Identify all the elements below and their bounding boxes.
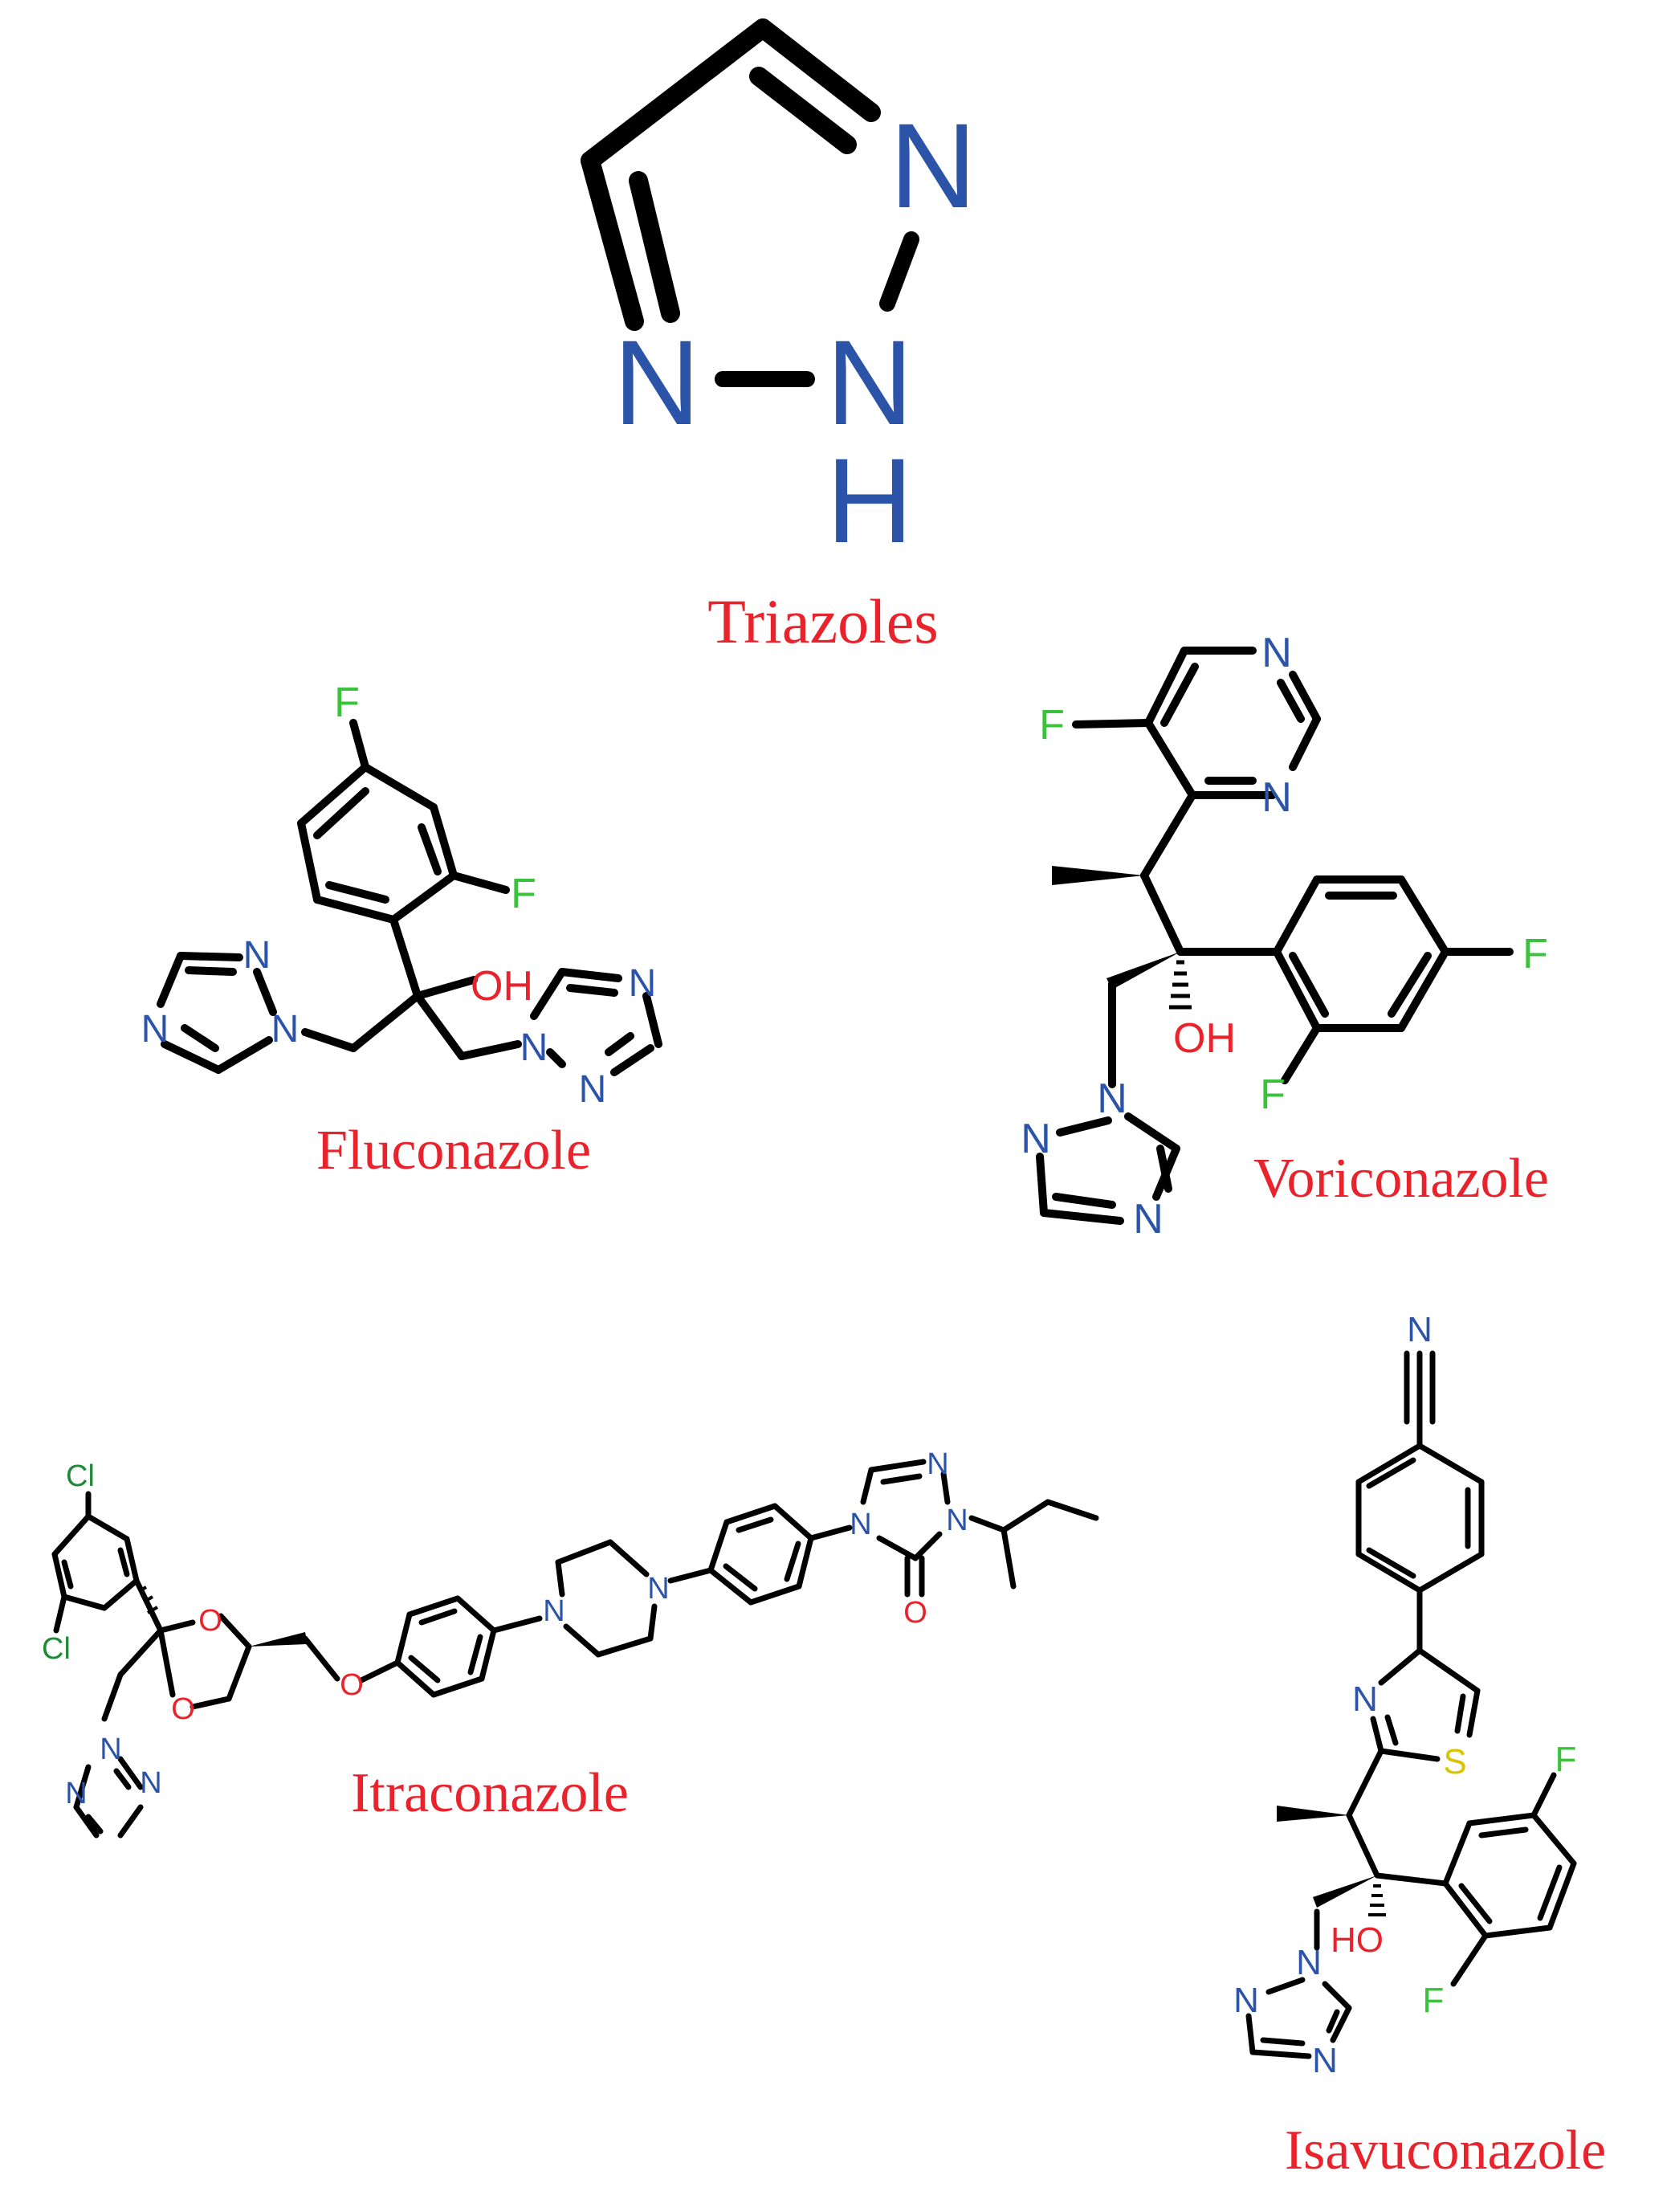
voriconazole-tz-n-left: N	[1021, 1116, 1051, 1162]
itraconazole-o-ring-bottom: O	[171, 1692, 195, 1726]
itraconazole-trz-n-right: N	[946, 1504, 968, 1537]
fluconazole-tz2-n-link: N	[520, 1026, 548, 1069]
itraconazole-trz-n-top: N	[927, 1447, 948, 1481]
voriconazole-ch2-wedge	[1106, 952, 1180, 990]
triazole-n-right: N	[826, 315, 913, 450]
itraconazole-wedge-a	[119, 1630, 161, 1679]
fluconazole-structure: F F OH N N N N N N Fluconazole	[141, 680, 662, 1182]
voriconazole-tz-n-bottom: N	[1133, 1196, 1164, 1243]
voriconazole-bonds	[1036, 647, 1514, 1225]
triazole-name: Triazoles	[707, 586, 938, 656]
itraconazole-bonds	[51, 1459, 1099, 1839]
itraconazole-structure: Cl Cl O O O N N N N N O N N N Itraconazo…	[42, 1447, 1099, 1839]
voriconazole-n-pyr-bottom: N	[1261, 774, 1292, 821]
itraconazole-cl-bottom: Cl	[42, 1632, 71, 1666]
itraconazole-name: Itraconazole	[351, 1762, 629, 1824]
isavuconazole-tz-n-bottom: N	[1312, 2041, 1338, 2080]
isavuconazole-f-top: F	[1555, 1740, 1577, 1779]
voriconazole-f-ortho: F	[1260, 1071, 1286, 1118]
isavuconazole-oh-hash	[1368, 1884, 1386, 1916]
isavuconazole-tz-n-link: N	[1296, 1943, 1322, 1982]
isavuconazole-name: Isavuconazole	[1285, 2120, 1606, 2181]
fluconazole-name: Fluconazole	[316, 1120, 591, 1182]
voriconazole-oh: OH	[1173, 1015, 1236, 1062]
itraconazole-trz-o: O	[903, 1596, 927, 1630]
isavuconazole-methyl-wedge	[1277, 1806, 1349, 1822]
fluconazole-tz1-n-top: N	[243, 934, 271, 977]
fluconazole-tz1-n-link: N	[271, 1008, 300, 1051]
isavuconazole-thiazole-n: N	[1352, 1679, 1378, 1719]
isavuconazole-ch2-wedge	[1313, 1875, 1377, 1908]
isavuconazole-oh: HO	[1331, 1920, 1384, 1960]
fluconazole-tz1-n-left: N	[141, 1008, 169, 1051]
itraconazole-wedge-b	[249, 1632, 308, 1647]
voriconazole-f-pyrimidine: F	[1039, 702, 1065, 749]
triazole-h: H	[826, 433, 913, 568]
fluconazole-bonds	[157, 719, 662, 1076]
itraconazole-hash-a	[140, 1586, 159, 1614]
itraconazole-tz-n-right: N	[140, 1766, 161, 1800]
voriconazole-f-para: F	[1522, 931, 1548, 977]
isavuconazole-structure: N N S F F HO N N N Isavuconazole	[1233, 1310, 1606, 2181]
itraconazole-tz-n-link: N	[100, 1732, 121, 1766]
itraconazole-o-ether: O	[340, 1668, 364, 1702]
itraconazole-tz-n-left: N	[65, 1777, 87, 1810]
itraconazole-pip-n-right: N	[647, 1572, 669, 1606]
voriconazole-tz-n-link: N	[1097, 1075, 1127, 1122]
isavuconazole-thiazole-s: S	[1443, 1742, 1466, 1781]
voriconazole-n-pyr-top: N	[1261, 630, 1292, 676]
isavuconazole-tz-n-left: N	[1233, 1981, 1259, 2020]
isavuconazole-bonds	[1245, 1350, 1577, 2059]
voriconazole-structure: F N N F F OH N N N Voriconazole	[1021, 630, 1549, 1243]
fluconazole-tz2-n-top: N	[629, 962, 657, 1005]
triazole-n-top: N	[890, 98, 976, 233]
isavuconazole-f-bottom: F	[1423, 1981, 1445, 2020]
itraconazole-cl-top: Cl	[66, 1459, 95, 1493]
triazole-n-left: N	[613, 315, 700, 450]
triazole-bonds	[581, 18, 919, 387]
voriconazole-oh-hash	[1169, 960, 1192, 1010]
fluconazole-f-top: F	[334, 680, 360, 726]
voriconazole-name: Voriconazole	[1253, 1148, 1549, 1210]
fluconazole-oh: OH	[471, 963, 533, 1010]
fluconazole-tz2-n-bottom: N	[579, 1068, 607, 1111]
voriconazole-methyl-wedge	[1052, 866, 1144, 885]
itraconazole-trz-n-link: N	[850, 1508, 871, 1541]
isavuconazole-nitrile-n: N	[1407, 1310, 1433, 1349]
triazole-structure: N N N H Triazoles	[581, 18, 976, 656]
itraconazole-o-ring-top: O	[198, 1604, 222, 1638]
fluconazole-f-ortho: F	[511, 871, 536, 917]
itraconazole-pip-n-left: N	[543, 1594, 564, 1628]
